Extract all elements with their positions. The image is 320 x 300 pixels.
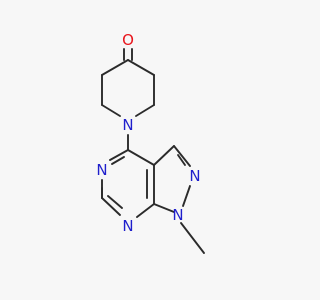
bond-c4a-n: [109, 149, 129, 161]
bond-c3a-c4a: [127, 149, 155, 166]
molecule-diagram: O N N N N N: [96, 31, 205, 254]
atom-nitrogen-pyrazole-2: N: [189, 167, 200, 185]
atom-nitrogen-piperidine: N: [122, 116, 133, 134]
bond-c3-n2-double: [177, 154, 186, 166]
bond-ch-n-double: [107, 195, 123, 209]
bond-n-methyl: [180, 222, 205, 254]
atom-labels: O N N N N N: [96, 31, 200, 235]
bond-n1p-c7a: [153, 203, 175, 213]
bond-c5-c4: [127, 59, 155, 76]
bond-c4-c3: [101, 59, 129, 76]
bond-c3-n2: [173, 145, 191, 167]
bond-ch-n: [101, 197, 121, 216]
bond-n1-c6: [135, 104, 155, 117]
atom-oxygen: O: [122, 31, 134, 49]
atom-nitrogen-pyrimidine-upper: N: [96, 161, 107, 179]
bond-n-c7a: [136, 203, 155, 218]
atom-label-nitrogen-pyrimidine-upper: N: [96, 161, 107, 179]
bond-n2-n1p: [182, 185, 191, 207]
atom-label-nitrogen-piperidine: N: [122, 116, 133, 134]
atom-nitrogen-pyrazole-1: N: [172, 206, 183, 224]
bonds: [101, 48, 205, 254]
bond-c3a-c3: [153, 145, 175, 166]
atom-label-nitrogen-pyrazole-1: N: [172, 206, 183, 224]
atom-label-oxygen: O: [122, 31, 134, 49]
atom-label-nitrogen-pyrimidine-lower: N: [122, 217, 133, 235]
atom-label-nitrogen-pyrazole-2: N: [189, 167, 200, 185]
atom-nitrogen-pyrimidine-lower: N: [122, 217, 133, 235]
bond-c2-n1: [101, 104, 121, 117]
bond-c4a-n-double: [111, 156, 125, 165]
